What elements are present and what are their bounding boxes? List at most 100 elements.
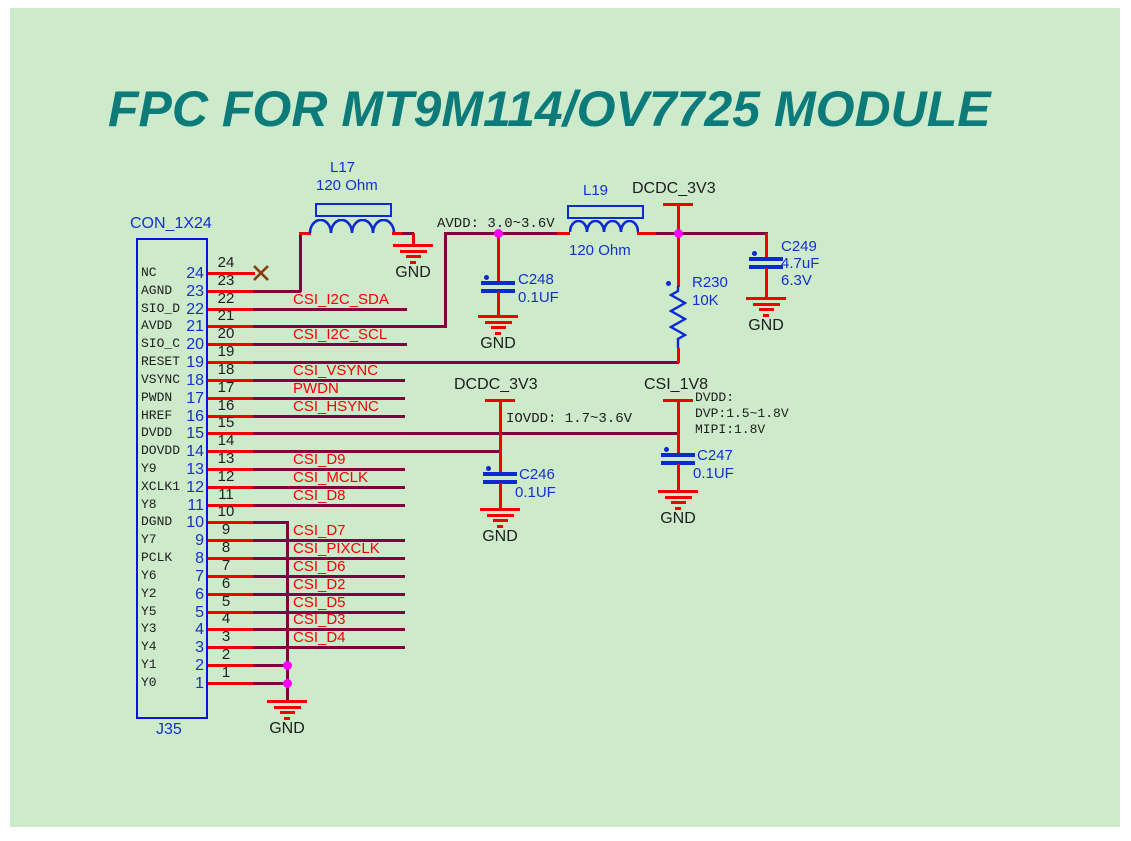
wire-h bbox=[253, 485, 405, 489]
net-label: CSI_I2C_SDA bbox=[293, 291, 389, 308]
gnd-label: GND bbox=[269, 720, 305, 737]
wire-v bbox=[764, 233, 768, 257]
wire-h bbox=[253, 681, 288, 685]
wire-h bbox=[253, 414, 405, 418]
r230-body bbox=[668, 286, 688, 348]
pin-number: 24 bbox=[217, 254, 235, 271]
c248-polarity-dot bbox=[484, 275, 489, 280]
pin-number-inside: 10 bbox=[186, 514, 204, 531]
pin-number: 8 bbox=[221, 539, 231, 556]
net-label: CSI_D2 bbox=[293, 576, 346, 593]
l17-ref: L17 bbox=[330, 159, 356, 176]
pin-name: AVDD bbox=[141, 318, 173, 333]
wire-v bbox=[443, 233, 447, 328]
wire-h bbox=[253, 520, 288, 524]
pin-name: RESET bbox=[141, 354, 181, 369]
pin-number-inside: 3 bbox=[195, 639, 204, 656]
gnd-symbol-bar bbox=[497, 524, 503, 528]
net-label: CSI_I2C_SCL bbox=[293, 326, 388, 343]
pin-stub bbox=[208, 289, 255, 293]
gnd-symbol-bar bbox=[490, 326, 506, 329]
no-connect-x bbox=[252, 264, 270, 282]
gnd-symbol-bar bbox=[495, 331, 501, 335]
l19-value: 120 Ohm bbox=[569, 242, 631, 259]
junction-dot bbox=[282, 678, 292, 688]
pin-number-inside: 5 bbox=[195, 604, 204, 621]
pin-stub bbox=[208, 538, 255, 542]
pin-number: 22 bbox=[217, 290, 235, 307]
csi1v8-power-bar bbox=[663, 399, 693, 402]
schematic-canvas bbox=[10, 8, 1120, 827]
wire-v bbox=[496, 236, 500, 281]
pin-stub bbox=[208, 431, 255, 435]
net-label: CSI_D9 bbox=[293, 451, 346, 468]
gnd-symbol-bar bbox=[405, 255, 421, 258]
gnd-label: GND bbox=[660, 510, 696, 527]
wire-h bbox=[253, 610, 405, 614]
pin-number: 16 bbox=[217, 397, 235, 414]
c248-ref: C248 bbox=[518, 271, 554, 288]
wire-h bbox=[299, 231, 311, 235]
pin-number-inside: 22 bbox=[186, 301, 204, 318]
pin-stub bbox=[208, 627, 255, 631]
power-label-dcdc-2: DCDC_3V3 bbox=[454, 376, 538, 393]
pin-number: 5 bbox=[221, 593, 231, 610]
gnd-symbol-bar bbox=[752, 302, 780, 306]
net-label: CSI_VSYNC bbox=[293, 362, 379, 379]
gnd-symbol-bar bbox=[758, 308, 774, 311]
pin-stub bbox=[208, 503, 255, 507]
wire-v bbox=[498, 401, 502, 472]
pin-name: DGND bbox=[141, 514, 173, 529]
wire-h bbox=[253, 503, 405, 507]
wire-v bbox=[411, 233, 415, 244]
pin-number: 15 bbox=[217, 414, 235, 431]
c248-plate-bottom bbox=[481, 289, 515, 293]
dcdc2-power-bar bbox=[485, 399, 515, 402]
wire-h bbox=[656, 231, 768, 235]
pin-number-inside: 4 bbox=[195, 621, 204, 638]
wire-h bbox=[253, 663, 288, 667]
wire-h bbox=[253, 592, 405, 596]
dvdd-annotation-1: DVDD: bbox=[695, 390, 735, 405]
gnd-symbol-bar bbox=[267, 700, 307, 703]
wire-h bbox=[557, 231, 570, 235]
wire-h bbox=[253, 324, 446, 328]
dcdc-power-bar bbox=[663, 203, 693, 206]
l17-body bbox=[315, 203, 392, 217]
pin-stub bbox=[208, 360, 255, 364]
pin-number-inside: 23 bbox=[186, 283, 204, 300]
pin-number: 3 bbox=[221, 628, 231, 645]
c246-plate-bottom bbox=[483, 480, 517, 484]
pin-name: Y2 bbox=[141, 586, 157, 601]
wire-h bbox=[253, 360, 679, 364]
wire-h bbox=[637, 231, 658, 235]
connector-body bbox=[136, 238, 208, 719]
pin-number: 2 bbox=[221, 646, 231, 663]
net-label: CSI_HSYNC bbox=[293, 398, 379, 415]
gnd-symbol-bar bbox=[658, 490, 698, 493]
pin-number-inside: 13 bbox=[186, 461, 204, 478]
wire-v bbox=[676, 401, 680, 453]
pin-name: PCLK bbox=[141, 550, 173, 565]
power-label-csi1v8: CSI_1V8 bbox=[644, 376, 709, 393]
wire-h bbox=[253, 289, 301, 293]
pin-number-inside: 21 bbox=[186, 318, 204, 335]
gnd-symbol-bar bbox=[480, 508, 520, 511]
wire-h bbox=[253, 538, 405, 542]
pin-name: Y1 bbox=[141, 657, 157, 672]
c247-plate-bottom bbox=[661, 461, 695, 465]
wire-h bbox=[253, 556, 405, 560]
gnd-symbol-bar bbox=[670, 501, 686, 504]
pin-number: 11 bbox=[218, 486, 234, 503]
pin-name: Y3 bbox=[141, 621, 157, 636]
gnd-symbol-bar bbox=[478, 315, 518, 318]
wire-h bbox=[253, 431, 679, 435]
wire-h bbox=[253, 645, 405, 649]
pin-name: VSYNC bbox=[141, 372, 181, 387]
pin-number: 14 bbox=[217, 432, 235, 449]
gnd-label: GND bbox=[395, 264, 431, 281]
junction-dot bbox=[282, 660, 292, 670]
pin-stub bbox=[208, 520, 255, 524]
c249-voltage: 6.3V bbox=[781, 272, 812, 289]
